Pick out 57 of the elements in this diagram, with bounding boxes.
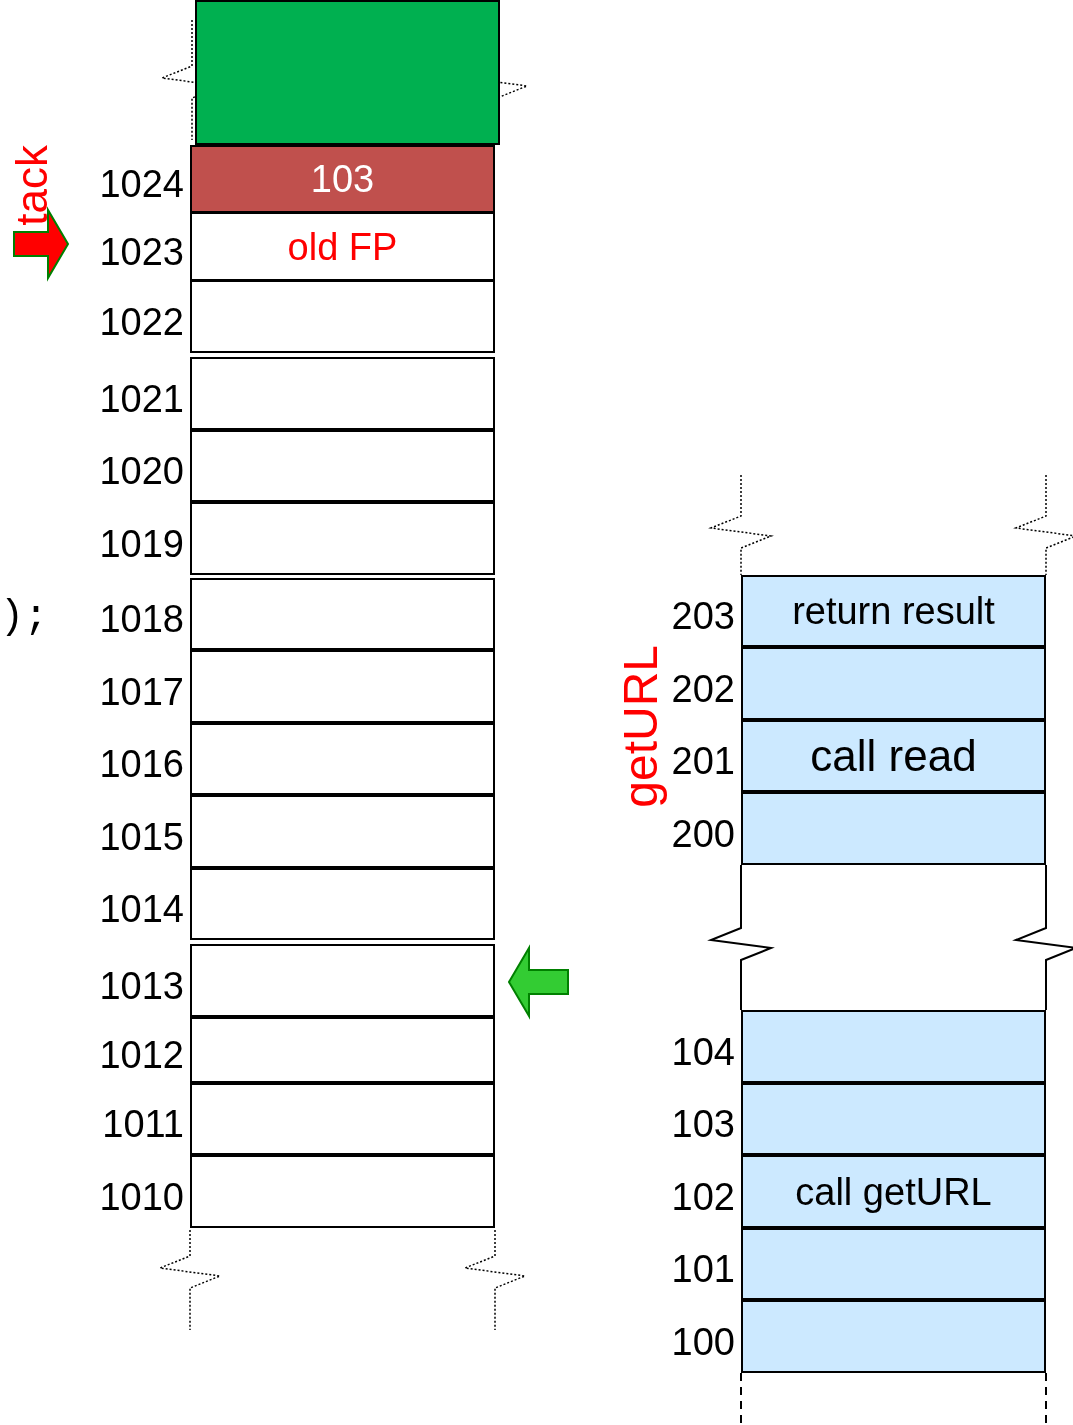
memory-cell — [190, 1083, 495, 1155]
address-label: 1021 — [98, 379, 184, 418]
memory-cell — [741, 647, 1046, 720]
address-label: 1020 — [98, 452, 184, 490]
memory-cell — [741, 792, 1046, 865]
memory-cell — [741, 575, 1046, 647]
memory-cell — [741, 1228, 1046, 1300]
vertical-label: tack — [10, 145, 54, 226]
memory-cell — [190, 1017, 495, 1083]
vertical-label: getURL — [617, 645, 665, 808]
address-label: 1016 — [98, 745, 184, 783]
address-label: 200 — [670, 814, 735, 853]
cell-text: call getURL — [795, 1172, 992, 1211]
memory-cell — [190, 1155, 495, 1228]
memory-cell — [190, 723, 495, 795]
memory-cell — [741, 1300, 1046, 1373]
address-label: 1012 — [98, 1036, 184, 1074]
cell-text: 103 — [310, 160, 375, 198]
memory-cell — [190, 795, 495, 868]
cell-text: call read — [810, 734, 977, 778]
address-label: 1022 — [98, 302, 184, 341]
address-label: 104 — [670, 1032, 735, 1071]
memory-cell — [190, 502, 495, 575]
memory-cell — [190, 868, 495, 940]
memory-cell — [190, 145, 495, 213]
memory-cell — [195, 0, 500, 145]
memory-cell — [190, 357, 495, 430]
address-label: 1011 — [101, 1105, 184, 1143]
memory-cell — [741, 1155, 1046, 1228]
code-text: ); — [0, 598, 48, 638]
memory-cell — [190, 650, 495, 723]
cell-text: old FP — [287, 227, 398, 266]
address-label: 103 — [670, 1105, 735, 1143]
address-label: 1010 — [98, 1177, 184, 1216]
address-label: 1019 — [98, 524, 184, 563]
address-label: 1015 — [98, 817, 184, 856]
memory-cell — [741, 1010, 1046, 1083]
memory-cell — [190, 430, 495, 502]
memory-cell — [190, 944, 495, 1017]
address-label: 100 — [670, 1322, 735, 1361]
address-label: 1023 — [98, 232, 184, 271]
address-label: 1014 — [98, 890, 184, 928]
arrow — [13, 206, 70, 282]
address-label: 1013 — [98, 966, 184, 1005]
address-label: 1018 — [98, 600, 184, 638]
memory-cell — [190, 212, 495, 281]
arrow — [507, 944, 569, 1020]
address-label: 101 — [670, 1250, 735, 1288]
cell-text: return result — [792, 592, 995, 630]
memory-cell — [190, 280, 495, 353]
address-label: 1024 — [98, 165, 184, 203]
address-label: 203 — [670, 597, 735, 635]
memory-cell — [190, 578, 495, 650]
memory-cell — [741, 720, 1046, 792]
memory-cell — [741, 1083, 1046, 1155]
address-label: 1017 — [98, 672, 184, 711]
address-label: 102 — [670, 1177, 735, 1216]
